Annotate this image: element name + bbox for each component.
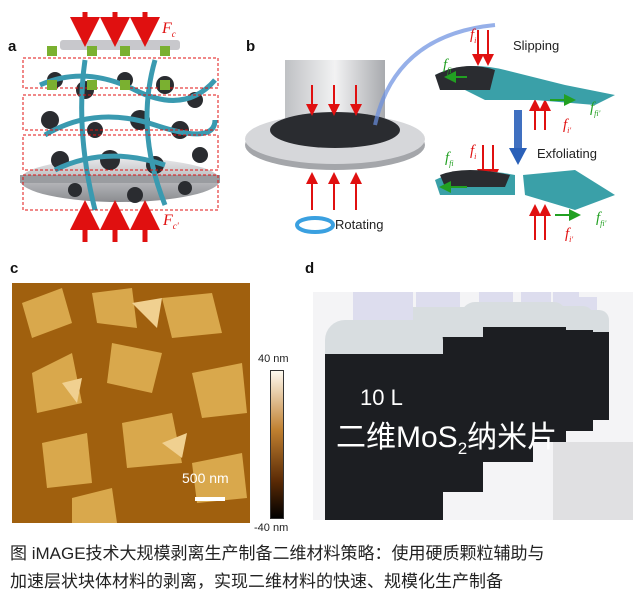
volume-label: 10 L <box>360 385 403 410</box>
f-i-label-bottom: fi <box>470 143 477 161</box>
panel-d-label: d <box>305 260 315 277</box>
caption-line-1: 图 iMAGE技术大规模剥离生产制备二维材料策略：使用硬质颗粒辅助与 <box>10 544 545 563</box>
exfoliated-sheet-2 <box>523 170 615 210</box>
slipping-label: Slipping <box>513 38 560 53</box>
f-i-prime-label-top: fi' <box>563 117 572 135</box>
exfoliating-label: Exfoliating <box>537 146 597 161</box>
zoom-callout <box>373 23 496 126</box>
panel-a-label: a <box>8 38 17 55</box>
bottles <box>325 292 609 520</box>
friction-arrows <box>439 71 581 221</box>
afm-image <box>12 283 250 523</box>
force-arrows-b <box>306 30 551 240</box>
f-fi-label-bottom: ffi <box>445 150 454 168</box>
caption-line-2: 加速层状块体材料的剥离，实现二维材料的快速、规模化生产制备 <box>10 572 503 591</box>
compression-force-arrows <box>70 12 160 242</box>
layered-sheets <box>38 59 218 211</box>
colorbar <box>270 370 284 519</box>
colorbar-max-label: 40 nm <box>258 353 289 365</box>
panel-c-label: c <box>10 260 19 277</box>
f-i-prime-label-bottom: fi' <box>565 226 574 244</box>
scale-bar-label: 500 nm <box>182 470 229 486</box>
force-top-label: Fc <box>162 20 176 40</box>
mos2-bottles-photo <box>313 292 633 520</box>
colorbar-min-label: -40 nm <box>254 522 289 534</box>
afm-flakes <box>22 288 247 523</box>
panel-b-rotating-diagram <box>245 23 615 240</box>
rotating-label: Rotating <box>335 217 384 232</box>
figure-caption: 图 iMAGE技术大规模剥离生产制备二维材料策略：使用硬质颗粒辅助与 加速层状块… <box>10 540 635 596</box>
friction-markers <box>47 46 170 90</box>
scale-bar <box>195 497 225 501</box>
f-i-label-top: fi <box>470 27 477 45</box>
f-fi-label-top: ffi <box>443 57 452 75</box>
mos2-nanosheets-title: 二维MoS2纳米片 <box>336 421 558 458</box>
panel-b-label: b <box>246 38 256 55</box>
rotating-icon <box>295 216 335 234</box>
panel-a-compression-diagram <box>20 12 220 242</box>
f-fi-prime-label-bottom: ffi' <box>596 210 607 228</box>
force-bottom-label: Fc' <box>163 212 179 232</box>
f-fi-prime-label-top: ffi' <box>590 100 601 118</box>
